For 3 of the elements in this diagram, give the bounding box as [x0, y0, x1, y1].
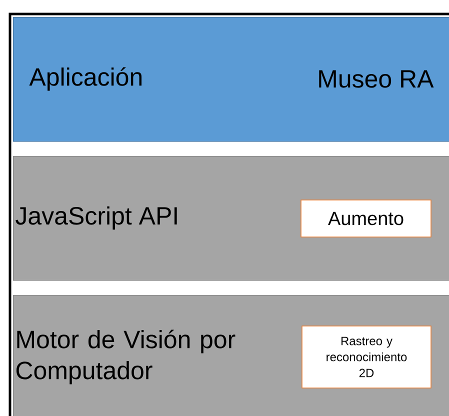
layer-band: Aplicación Museo RA: [13, 17, 449, 142]
component-box: Aumento: [300, 200, 432, 238]
component-box: Rastreo y reconocimiento 2D: [302, 326, 432, 388]
